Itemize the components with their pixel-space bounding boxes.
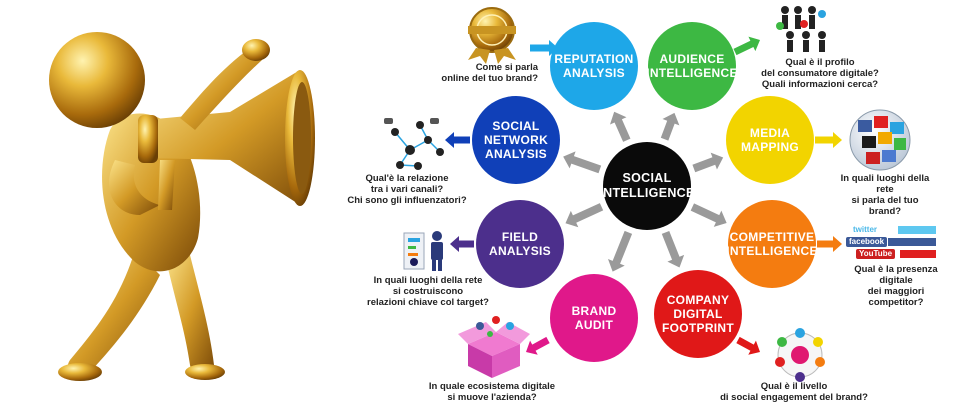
center-arrow-reputation [610, 111, 631, 142]
node-circle-company [654, 270, 742, 358]
center-arrow-competitive [690, 203, 727, 227]
question-field: In quali luoghi della rete si costruisco… [367, 275, 489, 308]
twitter-badge: twitter [853, 225, 877, 234]
center-arrows [563, 111, 727, 272]
node-circles [472, 22, 816, 362]
node-circle-competitive [728, 200, 816, 288]
facebook-badge: facebook [846, 237, 888, 247]
center-arrow-media [692, 152, 724, 173]
people-social-icons-icon [776, 6, 826, 52]
center-label: SOCIAL INTELLIGENCE [599, 171, 695, 200]
center-arrow-brand [608, 230, 633, 272]
center-arrow-social-network [563, 151, 602, 174]
node-circle-reputation [550, 22, 638, 110]
network-graph-icon [384, 118, 444, 170]
question-social-network: Qual'è la relazione tra i vari canali? C… [347, 173, 467, 206]
pointer-arrow-reputation [530, 40, 558, 56]
node-label-audience: AUDIENCE INTELLIGENCE [646, 52, 738, 80]
question-media: In quali luoghi della rete si parla del … [840, 173, 930, 217]
open-box-apps-icon [458, 316, 530, 378]
node-circle-audience [648, 22, 736, 110]
node-pointers [445, 36, 842, 355]
node-label-company: COMPANY DIGITAL FOOTPRINT [661, 293, 735, 335]
engagement-wheel-icon [775, 328, 825, 382]
question-audience: Qual è il profilo del consumatore digita… [761, 57, 879, 90]
pointer-arrow-brand [526, 336, 550, 355]
pointer-arrow-competitive [817, 236, 842, 252]
pointer-arrow-social-network [445, 132, 470, 148]
pointer-arrow-media [815, 132, 842, 148]
node-label-brand: BRAND AUDIT [571, 304, 617, 332]
node-label-media: MEDIA MAPPING [740, 126, 800, 154]
gold-award-icon [468, 7, 516, 64]
social-media-globe-icon [849, 109, 911, 171]
gold-figure-megaphone-icon [49, 32, 315, 381]
center-arrow-field [565, 203, 604, 228]
person-chart-icon [403, 231, 443, 271]
node-label-reputation: REPUTATION ANALYSIS [554, 52, 634, 80]
node-label-social-network: SOCIAL NETWORK ANALYSIS [483, 119, 549, 161]
pointer-arrow-audience [733, 36, 760, 56]
pointer-arrow-field [450, 236, 474, 252]
node-label-field: FIELD ANALYSIS [489, 230, 551, 258]
pointer-arrow-company [736, 336, 760, 355]
node-circle-field [476, 200, 564, 288]
question-brand: In quale ecosistema digitale si muove l'… [428, 381, 556, 403]
question-reputation: Come si parla online del tuo brand? [441, 62, 538, 84]
youtube-badge: YouTube [856, 249, 896, 259]
node-circle-media [726, 96, 814, 184]
node-circle-social-network [472, 96, 560, 184]
center-arrow-company [661, 230, 685, 268]
node-label-competitive: COMPETITIVE INTELLIGENCE [726, 230, 818, 258]
question-company: Qual è il livello di social engagement d… [720, 381, 868, 403]
social-bars-chart-icon [888, 226, 936, 258]
center-arrow-audience [660, 112, 680, 141]
question-competitive: Qual è la presenza digitale dei maggiori… [854, 264, 938, 308]
center-circle [603, 142, 691, 230]
node-circle-brand [550, 274, 638, 362]
